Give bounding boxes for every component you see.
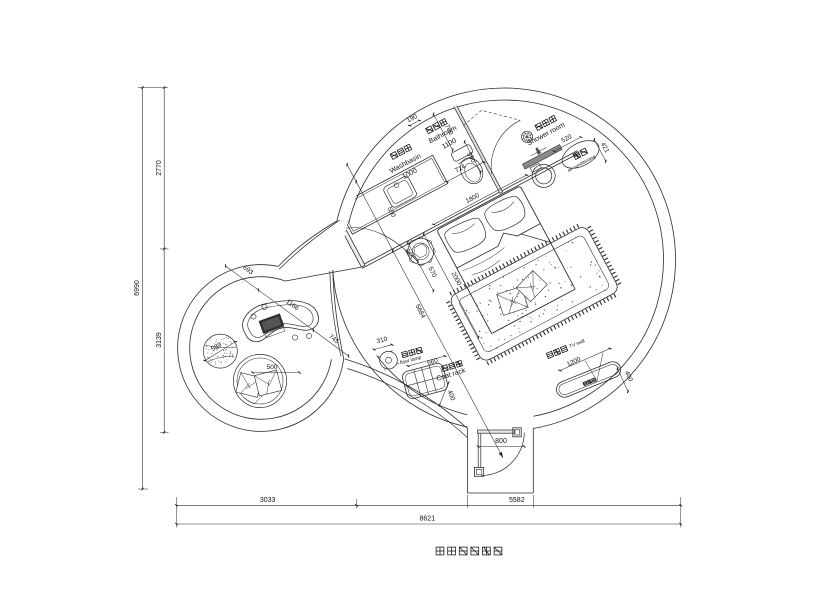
svg-text:714: 714 — [454, 163, 467, 174]
svg-text:floor lamp: floor lamp — [399, 355, 422, 367]
svg-text:800: 800 — [495, 438, 507, 445]
svg-text:590: 590 — [465, 151, 476, 164]
svg-text:500: 500 — [267, 364, 278, 371]
svg-text:5582: 5582 — [509, 497, 525, 504]
svg-text:589: 589 — [210, 341, 223, 353]
svg-text:421: 421 — [599, 141, 610, 154]
svg-text:TV wall: TV wall — [568, 338, 585, 350]
svg-text:3139: 3139 — [156, 332, 163, 348]
svg-text:310: 310 — [376, 336, 389, 346]
svg-text:400: 400 — [623, 370, 634, 383]
svg-text:520: 520 — [560, 133, 573, 144]
svg-text:6990: 6990 — [134, 280, 141, 296]
svg-text:550: 550 — [385, 206, 396, 219]
svg-text:365: 365 — [403, 248, 414, 261]
svg-text:570: 570 — [426, 266, 437, 279]
svg-text:190: 190 — [406, 113, 419, 124]
svg-text:2770: 2770 — [156, 160, 163, 176]
svg-text:3033: 3033 — [260, 497, 276, 504]
svg-text:700: 700 — [443, 123, 454, 136]
svg-text:660: 660 — [426, 357, 439, 367]
svg-text:400: 400 — [446, 389, 457, 402]
svg-text:8621: 8621 — [420, 515, 436, 522]
